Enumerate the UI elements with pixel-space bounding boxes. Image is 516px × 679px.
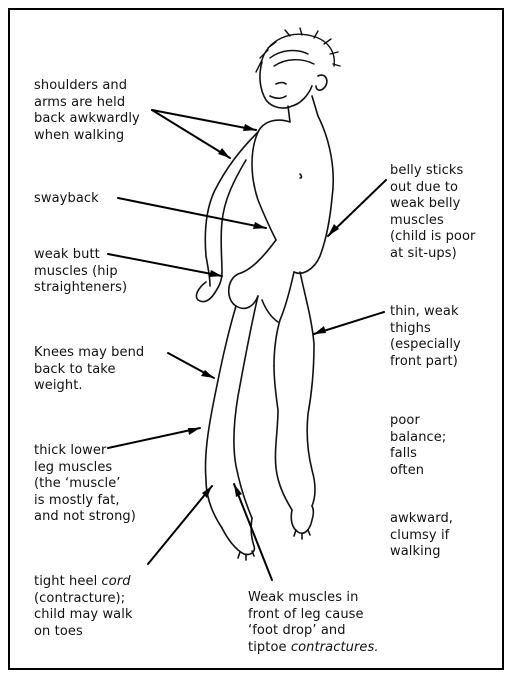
label-weak-butt-muscles: weak butt muscles (hip straighteners) — [34, 247, 127, 297]
front-foot — [291, 506, 313, 533]
label-thin-thighs: thin, weak thighs (especially front part… — [390, 304, 461, 370]
face-outline — [260, 62, 312, 108]
label-weak-front-leg: Weak muscles in front of leg cause ‘foot… — [248, 590, 379, 656]
pointer-front-leg — [234, 484, 272, 580]
hair — [256, 28, 340, 72]
back-outline — [252, 120, 290, 240]
label-tight-heel-cord: tight heel cord (contracture); child may… — [34, 574, 133, 640]
arm — [205, 132, 258, 286]
arrowhead-thighs — [314, 326, 326, 334]
label-contractures-emphasis: contractures. — [291, 640, 379, 655]
arrowhead-lower-leg — [188, 428, 200, 435]
label-belly: belly sticks out due to weak belly muscl… — [390, 163, 476, 262]
label-shoulders: shoulders and arms are held back awkward… — [34, 78, 140, 144]
belly-outline — [294, 116, 333, 273]
pointer-heel — [148, 486, 212, 564]
front-leg — [274, 366, 292, 510]
pointer-swayback — [118, 198, 266, 228]
arrowhead-shoulders-a — [243, 124, 256, 131]
rear-leg — [205, 306, 236, 528]
label-awkward-clumsy: awkward, clumsy if walking — [390, 511, 453, 561]
label-thick-lower-leg: thick lower leg muscles (the ‘muscle’ is… — [34, 443, 136, 526]
label-poor-balance: poor balance; falls often — [390, 413, 446, 479]
arrowhead-shoulders-b — [218, 148, 230, 158]
arrowhead-swayback — [253, 222, 266, 229]
ear — [316, 75, 327, 90]
butt-outline — [229, 240, 276, 308]
label-heel-cord-emphasis: cord — [102, 574, 131, 589]
label-knees: Knees may bend back to take weight. — [34, 345, 144, 395]
label-swayback: swayback — [34, 191, 99, 208]
arrowhead-butt — [209, 270, 222, 277]
